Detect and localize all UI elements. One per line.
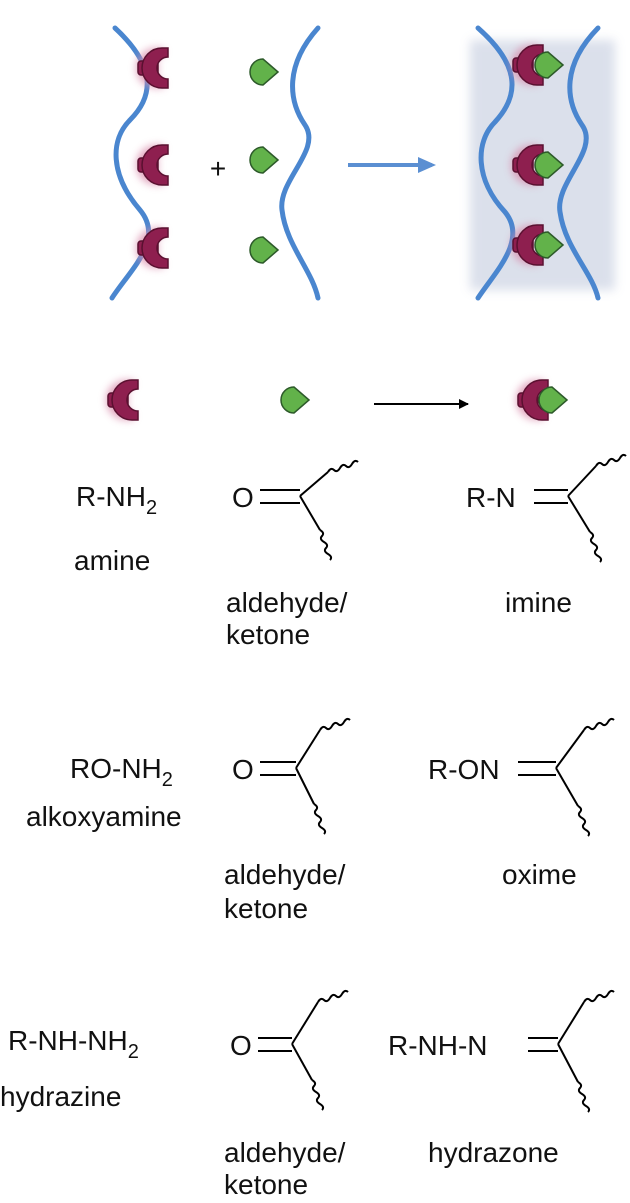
ligand-drop-icon (249, 58, 279, 86)
product-bonds (518, 717, 615, 837)
carbonyl-name-line1: aldehyde/ (224, 1137, 346, 1168)
carbonyl-oxygen: O (232, 754, 254, 785)
crosslinked-product (470, 25, 615, 301)
carbonyl-oxygen: O (230, 1030, 252, 1061)
carbonyl-name-line2: ketone (224, 893, 308, 924)
reaction-arrow-blue (348, 157, 436, 173)
carbonyl-name-line1: aldehyde/ (226, 587, 348, 618)
receptor-cup-icon (106, 380, 138, 420)
reagent-name: hydrazine (0, 1081, 121, 1112)
product-bonds (528, 989, 615, 1113)
carbonyl-bonds (260, 459, 359, 561)
product-formula: R-N (466, 482, 516, 513)
product-formula: R-NH-N (388, 1030, 488, 1061)
plus-sign: + (210, 153, 226, 184)
polymer-schematic: + (109, 25, 615, 301)
carbonyl-name-line2: ketone (226, 619, 310, 650)
ligand-drop-icon (280, 386, 310, 414)
legend-row (106, 380, 568, 420)
product-strand-right (557, 25, 601, 301)
carbonyl-bonds (258, 989, 349, 1111)
product-strand-left (475, 25, 516, 301)
product-bonds (534, 453, 627, 563)
reagent-formula: RO-NH2 (70, 753, 173, 791)
carbonyl-oxygen: O (232, 482, 254, 513)
product-name: hydrazone (428, 1137, 559, 1168)
product-name: imine (505, 587, 572, 618)
reagent-name: alkoxyamine (26, 801, 182, 832)
carbonyl-name-line1: aldehyde/ (224, 859, 346, 890)
reagent-name: amine (74, 545, 150, 576)
reagent-formula: R-NH-NH2 (8, 1025, 139, 1063)
reaction-hydrazine: R-NH-NH2 hydrazine O aldehyde/ ketone R-… (0, 989, 615, 1200)
reagent-formula: R-NH2 (76, 481, 157, 519)
receptor-cup-icon (136, 145, 168, 185)
ligand-drop-icon (249, 236, 279, 264)
receptor-cup-icon (136, 48, 168, 88)
reaction-alkoxyamine: RO-NH2 alkoxyamine O aldehyde/ ketone R-… (26, 717, 615, 924)
ligand-drop-icon (538, 386, 568, 414)
product-formula: R-ON (428, 754, 500, 785)
product-name: oxime (502, 859, 577, 890)
middle-strand (279, 25, 321, 301)
carbonyl-name-line2: ketone (224, 1169, 308, 1198)
carbonyl-bonds (260, 717, 351, 835)
ligand-drop-icon (249, 146, 279, 174)
receptor-cup-icon (136, 228, 168, 268)
reaction-amine: R-NH2 amine O aldehyde/ ketone R-N imine (74, 453, 627, 650)
